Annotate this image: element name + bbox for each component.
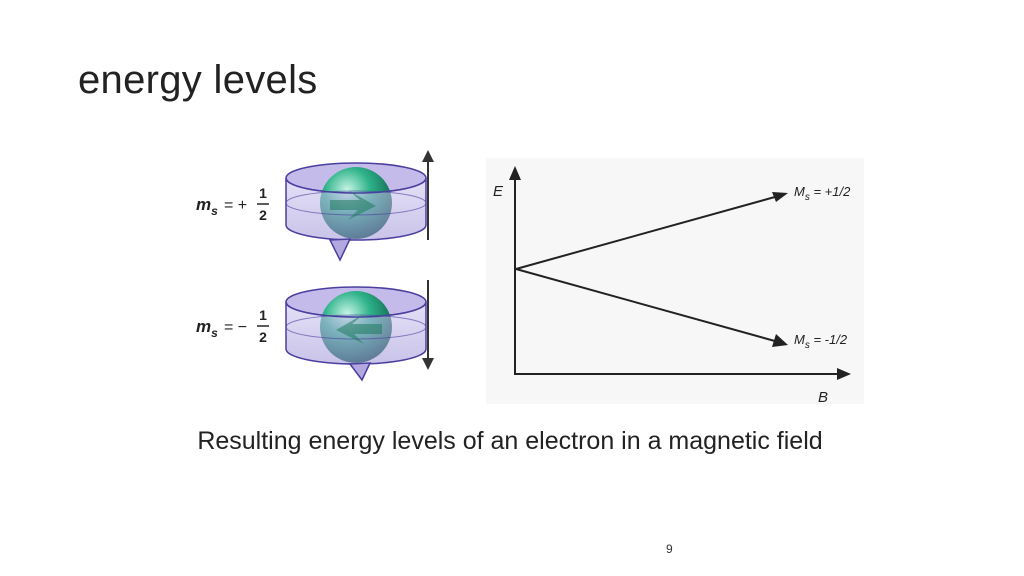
spin-down-denominator: 2 <box>259 329 267 345</box>
spin-down-label: ms = − 1 2 <box>196 307 269 345</box>
spin-down-subscript: s <box>211 326 218 340</box>
spin-down-symbol: m <box>196 317 211 336</box>
spin-up-sign: = + <box>224 197 247 214</box>
spin-state-down: ms = − 1 2 <box>196 280 434 380</box>
svg-text:ms: ms <box>196 195 218 218</box>
energy-graph: E B Ms = +1/2 Ms = -1/2 <box>486 158 864 406</box>
page-number: 9 <box>666 542 673 556</box>
spin-up-rotation-arrow <box>330 239 350 260</box>
figure-caption: Resulting energy levels of an electron i… <box>190 425 830 457</box>
spin-up-symbol: m <box>196 195 211 214</box>
spin-up-denominator: 2 <box>259 207 267 223</box>
slide-title: energy levels <box>78 58 318 103</box>
x-axis-label: B <box>818 389 828 406</box>
spin-state-up: ms = + 1 2 <box>196 150 434 260</box>
svg-text:ms: ms <box>196 317 218 340</box>
y-axis-label: E <box>493 183 504 200</box>
spin-energy-figure: ms = + 1 2 <box>190 140 870 410</box>
spin-down-sign: = − <box>224 319 247 336</box>
spin-up-subscript: s <box>211 204 218 218</box>
spin-up-label: ms = + 1 2 <box>196 185 269 223</box>
spin-down-rotation-arrow <box>350 363 370 380</box>
spin-up-numerator: 1 <box>259 185 267 201</box>
spin-down-numerator: 1 <box>259 307 267 323</box>
